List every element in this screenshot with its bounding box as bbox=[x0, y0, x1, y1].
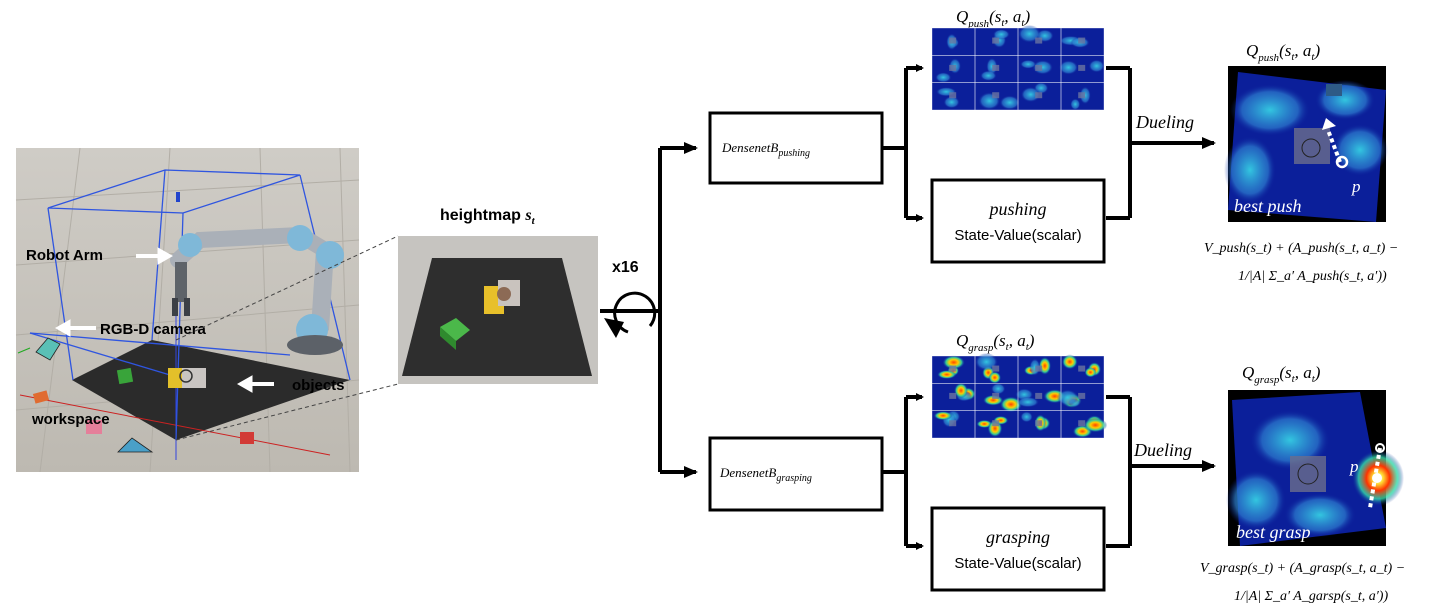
heatmap-object bbox=[992, 92, 1000, 99]
heatmap-tile bbox=[1060, 82, 1105, 111]
q-grasp-label: Qgrasp(st, at) bbox=[956, 331, 1035, 354]
heatmap-blob bbox=[1061, 354, 1078, 370]
heatmap-object bbox=[1078, 365, 1086, 372]
grasp-formula-line2: 1/|A| Σ_a′ A_garsp(s_t, a′)) bbox=[1234, 589, 1388, 604]
heatmap-blob bbox=[1020, 86, 1041, 103]
heatmap-object bbox=[949, 392, 957, 399]
heatmap-object bbox=[1035, 420, 1043, 427]
pushing-state-value-label: State-Value(scalar) bbox=[954, 227, 1081, 244]
svg-text:DensenetBpushing: DensenetBpushing bbox=[721, 140, 810, 159]
heatmap-blob bbox=[1058, 60, 1079, 75]
q-push-output-label: Qpush(st, at) bbox=[1246, 41, 1320, 64]
grasping-state-value-label: State-Value(scalar) bbox=[954, 555, 1081, 572]
heightmap-label: heightmap st bbox=[440, 207, 536, 227]
heatmap-blob bbox=[1020, 411, 1033, 423]
heatmap-object bbox=[1078, 392, 1086, 399]
pushing-state-value-box bbox=[930, 178, 1106, 264]
heightmap-surface bbox=[402, 258, 592, 376]
heatmap-object bbox=[1078, 92, 1086, 99]
heatmap-object bbox=[992, 392, 1000, 399]
heatmap-object bbox=[992, 37, 1000, 44]
push-formula-line1: V_push(s_t) + (A_push(s_t, a_t) − bbox=[1204, 241, 1398, 256]
simulation-scene: Robot Arm RGB-D camera objects workspace bbox=[15, 147, 360, 473]
q-push-label: Qpush(st, at) bbox=[956, 7, 1030, 30]
heatmap-blob bbox=[988, 371, 1002, 384]
rotation-label: x16 bbox=[612, 259, 639, 276]
grasp-branch: DensenetBgrasping Qgrasp(st, at) graspin… bbox=[708, 331, 1405, 604]
densenet-pushing-label: DensenetB bbox=[721, 140, 778, 155]
heatmap-tile bbox=[1060, 410, 1105, 439]
heatmap-blob bbox=[1032, 60, 1054, 75]
heatmap-object bbox=[992, 365, 1000, 372]
heatmap-object bbox=[949, 92, 957, 99]
push-dueling-label: Dueling bbox=[1135, 112, 1194, 132]
workspace-label: workspace bbox=[31, 411, 110, 428]
heatmap-blob bbox=[942, 355, 965, 370]
heatmap-blob bbox=[943, 96, 960, 109]
densenet-grasping-box bbox=[708, 436, 884, 512]
densenet-grasping-label: DensenetB bbox=[719, 465, 776, 480]
heatmap-blob bbox=[937, 370, 957, 379]
heatmap-blob bbox=[1070, 98, 1081, 111]
densenet-pushing-box bbox=[708, 111, 884, 185]
densenet-grasping-sub: grasping bbox=[776, 473, 812, 484]
heatmap-blob bbox=[999, 396, 1023, 413]
q-grasp-heatmap-grid bbox=[931, 353, 1108, 439]
q-push-heatmap-grid bbox=[931, 25, 1105, 111]
heatmap-blob bbox=[1088, 59, 1105, 73]
heatmap-object bbox=[1078, 37, 1086, 44]
grasp-p-label: p bbox=[1349, 457, 1359, 476]
heatmap-blob bbox=[954, 382, 968, 399]
heatmap-blob bbox=[1084, 367, 1097, 378]
best-push-label: best push bbox=[1234, 196, 1302, 216]
robot-arm bbox=[170, 225, 344, 355]
rotation-icon: x16 bbox=[604, 259, 657, 338]
heatmap-object bbox=[949, 64, 957, 71]
heatmap-object bbox=[1035, 92, 1043, 99]
heatmap-object bbox=[1078, 64, 1086, 71]
heatmap-blob bbox=[933, 411, 953, 421]
heatmap-object bbox=[992, 64, 1000, 71]
heatmap-object bbox=[1035, 392, 1043, 399]
heatmap-blob bbox=[990, 382, 1006, 395]
push-formula-line2: 1/|A| Σ_a′ A_push(s_t, a′)) bbox=[1238, 269, 1387, 284]
heatmap-object bbox=[992, 420, 1000, 427]
heatmap-blob bbox=[992, 29, 1010, 40]
heatmap-object bbox=[1035, 365, 1043, 372]
best-grasp-label: best grasp bbox=[1236, 522, 1311, 542]
push-p-label: p bbox=[1351, 177, 1361, 196]
objects-label: objects bbox=[292, 377, 345, 394]
grasping-title: grasping bbox=[986, 527, 1050, 547]
best-push-heatmap: p best push bbox=[1224, 66, 1388, 222]
heatmap-blob bbox=[1016, 396, 1040, 408]
heatmap-object bbox=[949, 420, 957, 427]
grasp-dueling-label: Dueling bbox=[1133, 440, 1192, 460]
grasping-state-value-box bbox=[930, 506, 1106, 592]
camera-label: RGB-D camera bbox=[100, 321, 207, 338]
heatmap-object bbox=[949, 37, 957, 44]
grasp-formula-line1: V_grasp(s_t) + (A_grasp(s_t, a_t) − bbox=[1200, 561, 1405, 576]
heatmap-blob bbox=[980, 70, 997, 81]
q-grasp-output-label: Qgrasp(st, at) bbox=[1242, 363, 1321, 386]
pushing-title: pushing bbox=[987, 199, 1046, 219]
heatmap-object bbox=[1035, 64, 1043, 71]
heatmap-blob bbox=[935, 72, 952, 83]
heatmap-blob bbox=[1056, 389, 1079, 406]
push-branch: DensenetBpushing Qpush(st, at) pushing S… bbox=[708, 7, 1398, 284]
svg-text:DensenetBgrasping: DensenetBgrasping bbox=[719, 465, 812, 484]
densenet-pushing-sub: pushing bbox=[777, 148, 810, 159]
heatmap-object bbox=[1078, 420, 1086, 427]
heatmap-blob bbox=[999, 95, 1020, 110]
camera-body bbox=[35, 337, 61, 361]
heatmap-blob bbox=[1020, 59, 1037, 69]
robot-arm-label: Robot Arm bbox=[26, 247, 103, 264]
workspace-mat bbox=[72, 340, 350, 440]
best-grasp-heatmap: p best grasp bbox=[1226, 390, 1404, 546]
heightmap: heightmap st bbox=[398, 207, 598, 384]
heatmap-blob bbox=[1083, 417, 1108, 433]
heatmap-object bbox=[949, 365, 957, 372]
connectors bbox=[600, 64, 1216, 550]
heatmap-object bbox=[1035, 37, 1043, 44]
